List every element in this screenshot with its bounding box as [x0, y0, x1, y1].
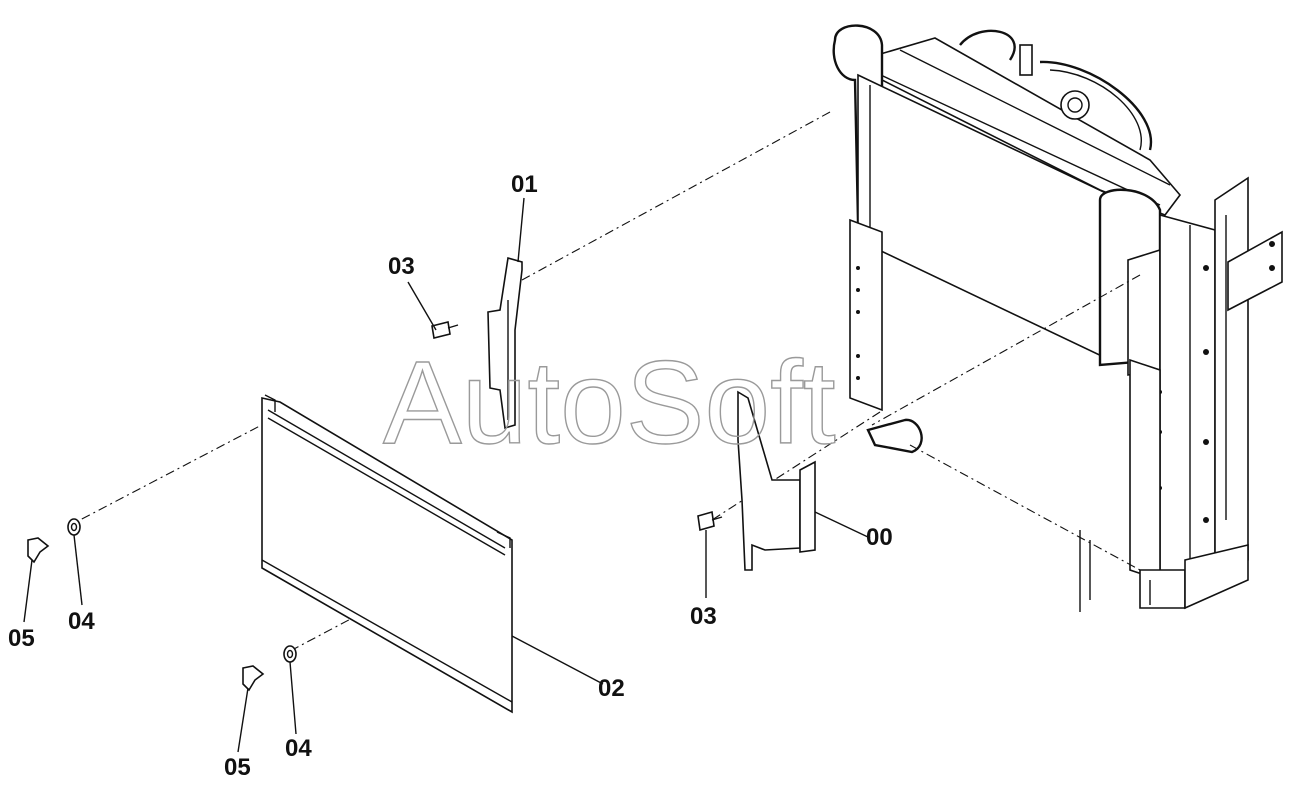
part-01-bracket — [487, 256, 523, 430]
callout-05-bottom: 05 — [224, 754, 251, 781]
radiator-assembly — [832, 24, 1283, 612]
part-00-bracket — [737, 390, 816, 571]
bolt-03-lower — [697, 510, 723, 532]
bolt-03-upper — [431, 321, 459, 339]
leader-lines — [23, 197, 871, 753]
callout-05-left: 05 — [8, 625, 35, 652]
callout-01: 01 — [511, 171, 538, 198]
callout-03-lower: 03 — [690, 603, 717, 630]
part-02-screen — [261, 394, 513, 714]
wing-nut-05-left — [27, 537, 50, 564]
callout-labels: 00 01 02 03 03 04 04 05 05 — [8, 171, 893, 781]
wing-nut-05-bottom — [242, 665, 265, 692]
callout-04-left: 04 — [68, 608, 95, 635]
washer-04-bottom — [283, 645, 297, 663]
callout-00: 00 — [866, 524, 893, 551]
left-column-holes — [856, 266, 860, 380]
callout-02: 02 — [598, 675, 625, 702]
callout-03-upper: 03 — [388, 253, 415, 280]
washer-04-left — [67, 518, 81, 536]
callout-04-bottom: 04 — [285, 735, 312, 762]
watermark-text: AutoSoft — [383, 337, 836, 469]
